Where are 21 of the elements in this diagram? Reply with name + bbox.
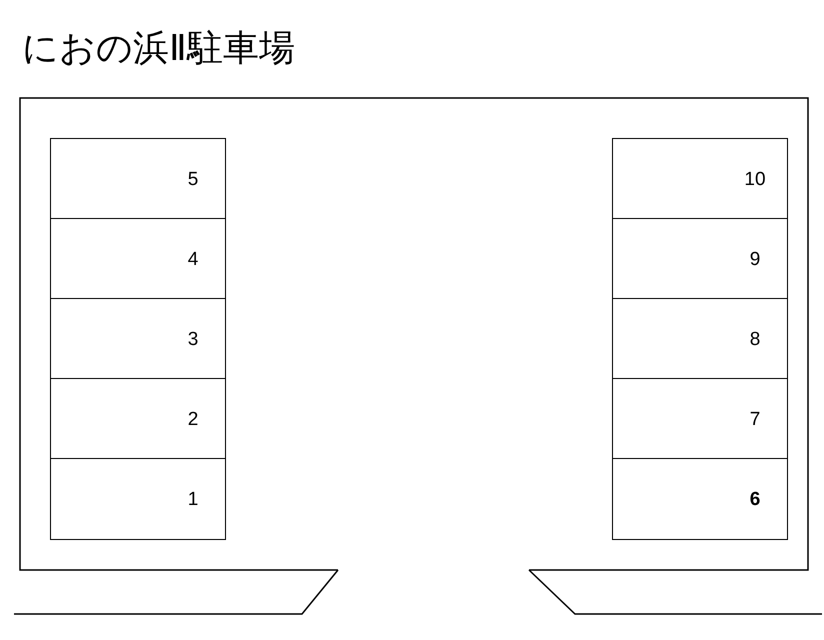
space-number: 7 bbox=[750, 408, 760, 430]
title: におの浜Ⅱ駐車場 bbox=[22, 26, 295, 70]
parking-space bbox=[612, 298, 788, 379]
space-number: 9 bbox=[750, 248, 760, 270]
parking-space bbox=[612, 138, 788, 219]
parking-space bbox=[612, 378, 788, 459]
space-number: 2 bbox=[188, 408, 198, 430]
parking-space bbox=[50, 138, 226, 219]
space-number: 6 bbox=[750, 489, 760, 511]
parking-space bbox=[612, 218, 788, 299]
parking-space bbox=[612, 458, 788, 540]
space-number: 10 bbox=[744, 168, 766, 190]
space-number: 1 bbox=[188, 489, 198, 511]
parking-space bbox=[50, 378, 226, 459]
parking-space bbox=[50, 458, 226, 540]
space-number: 4 bbox=[188, 248, 198, 270]
space-number: 3 bbox=[188, 328, 198, 350]
space-number: 8 bbox=[750, 328, 760, 350]
parking-space bbox=[50, 218, 226, 299]
space-number: 5 bbox=[188, 168, 198, 190]
parking-space bbox=[50, 298, 226, 379]
